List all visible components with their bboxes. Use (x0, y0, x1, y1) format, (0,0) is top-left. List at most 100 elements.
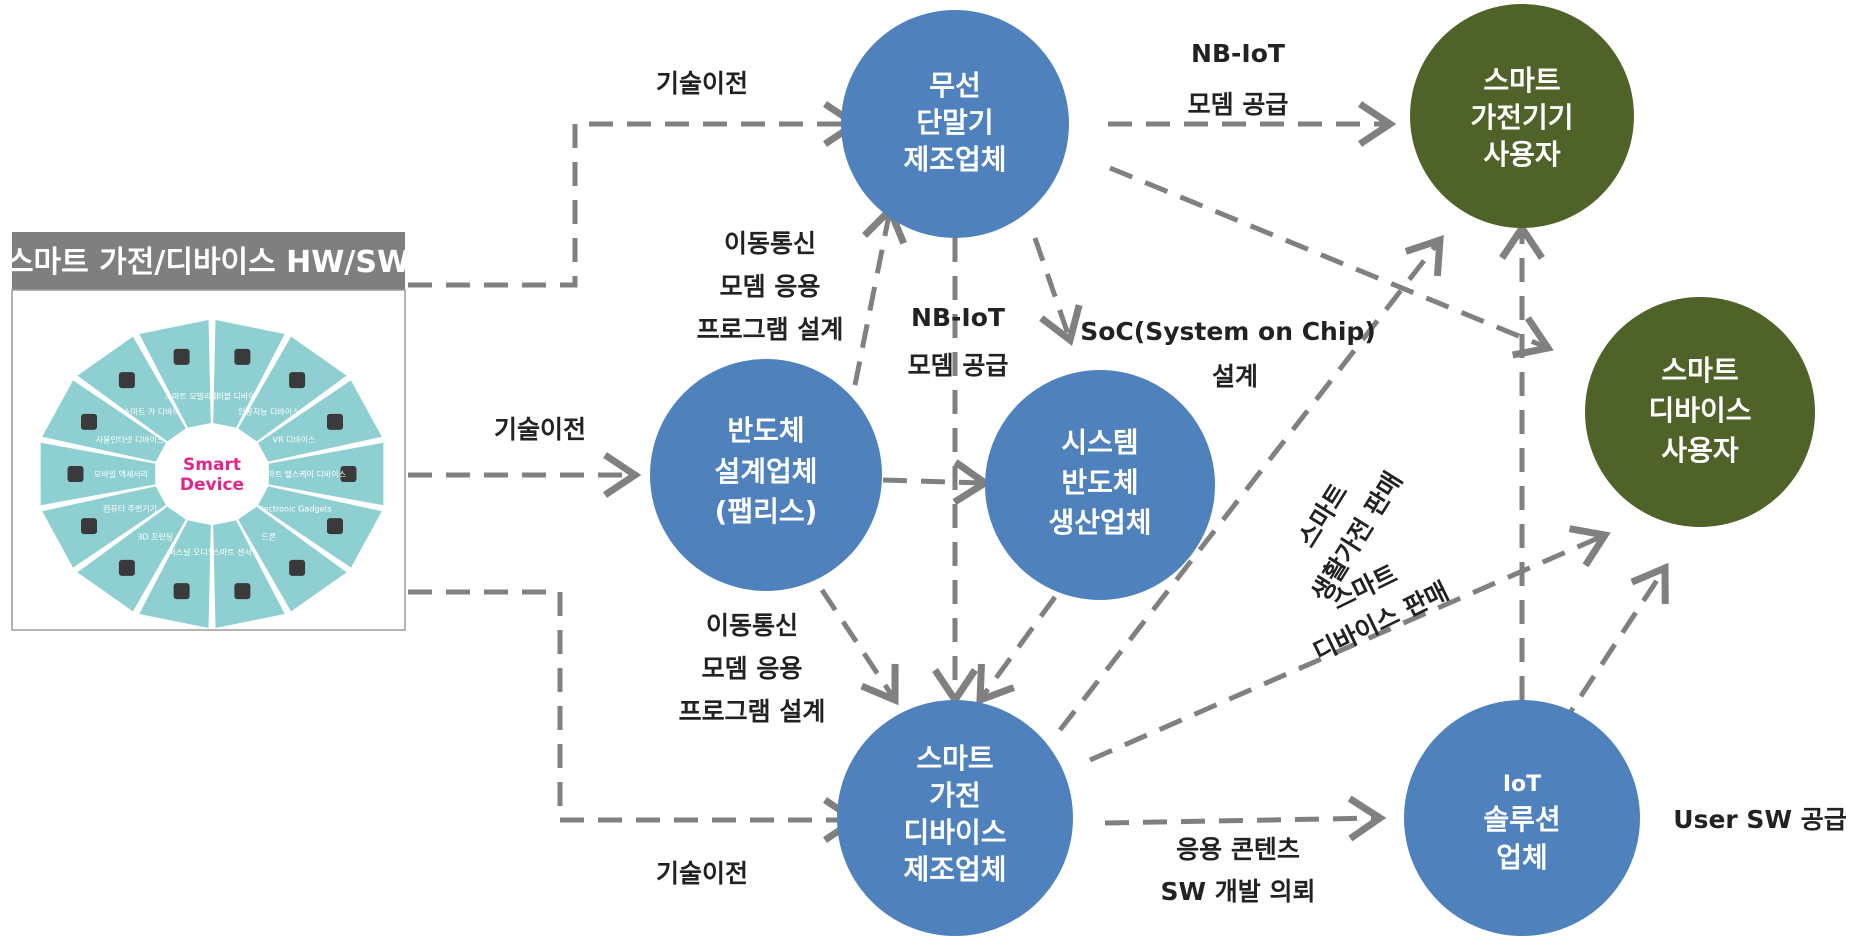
wheel-center-label-2: Device (180, 475, 244, 495)
node-system-semi-line-1: 시스템 (1061, 426, 1138, 459)
node-appliance-maker-line-4: 제조업체 (903, 853, 1006, 886)
device-icon (173, 348, 190, 365)
node-device-user-line-3: 사용자 (1661, 434, 1739, 467)
wheel-segment (139, 320, 211, 428)
source-header (12, 232, 405, 290)
node-iot-line-2: 솔루션 (1483, 803, 1560, 836)
node-appliance-user: 스마트 가전기기 사용자 (1410, 4, 1634, 228)
node-wireless-manufacturer: 무선 단말기 제조업체 (841, 10, 1069, 238)
arrow-tech-transfer-bottom (408, 589, 862, 843)
arrow-wireless-to-device-user (1109, 165, 1554, 359)
arrow-fabless-to-system-semi (882, 459, 992, 506)
node-system-semi-line-3: 생산업체 (1048, 506, 1151, 539)
node-wireless-circle (841, 10, 1069, 238)
node-system-semi-circle (985, 370, 1215, 600)
node-fabless-line-2: 설계업체 (714, 455, 817, 488)
arrow-wireless-to-system-semi (1032, 237, 1083, 346)
wheel-center (158, 432, 266, 516)
wheel-segment (40, 442, 156, 506)
wheel-segment-label: 퍼스널 오디오 (168, 548, 215, 557)
wheel-segment (77, 336, 186, 442)
label-mobile-app-bottom-3: 프로그램 설계 (679, 697, 826, 726)
node-appliance-maker-line-2: 가전 (929, 779, 981, 812)
wheel-segment (42, 486, 166, 568)
node-appliance-user-line-2: 가전기기 (1470, 101, 1573, 134)
wheel-segment (268, 442, 384, 506)
wheel-segment (238, 336, 347, 442)
wheel-segment (139, 520, 211, 628)
wheel-segment (42, 380, 166, 462)
node-system-semi-line-2: 반도체 (1061, 466, 1138, 499)
wheel-segment (258, 486, 382, 568)
node-device-user: 스마트 디바이스 사용자 (1585, 297, 1815, 527)
node-iot-line-3: 업체 (1496, 841, 1548, 874)
source-title: 스마트 가전/디바이스 HW/SW (6, 245, 410, 280)
arrow-device-sales (1088, 525, 1611, 763)
node-device-user-line-1: 스마트 (1661, 354, 1738, 387)
arrow-appliance-sales (1058, 235, 1444, 732)
device-icon (289, 559, 306, 576)
wheel-segment-label: 3D 프린팅 (137, 532, 173, 542)
wheel-segment-label: 스마트 모빌리티 (165, 391, 219, 401)
node-iot-solution: IoT 솔루션 업체 (1404, 700, 1640, 936)
device-icon (234, 348, 251, 365)
label-soc-2: 설계 (1212, 362, 1258, 391)
wheel-segment (213, 320, 285, 428)
wheel-segment-label: 웨어러블 디바이스 (202, 391, 263, 401)
label-content-request-1: 응용 콘텐츠 (1176, 835, 1300, 864)
label-nbiot-top-1: NB-IoT (1191, 39, 1285, 68)
label-mobile-app-bottom-2: 모뎀 응용 (702, 654, 803, 683)
wheel-segment-label: 스마트 카 디바이스 (123, 406, 187, 416)
node-device-user-circle (1585, 297, 1815, 527)
node-smart-appliance-manufacturer: 스마트 가전 디바이스 제조업체 (837, 700, 1073, 936)
wheel-segment-label: Electronic Gadgets (256, 505, 331, 514)
node-iot-circle (1404, 700, 1640, 936)
wheel-segment-label: VR 디바이스 (272, 434, 315, 444)
wheel-segment-label: 인공지능 디바이스 (238, 406, 299, 416)
node-wireless-line-2: 단말기 (916, 106, 993, 139)
node-appliance-user-line-3: 사용자 (1483, 138, 1561, 171)
arrow-user-sw (1557, 562, 1669, 730)
wheel-segment-label: 드론 (261, 533, 276, 542)
node-fabless-line-1: 반도체 (727, 414, 804, 447)
device-icon (326, 518, 343, 535)
arrows (408, 101, 1669, 843)
label-nbiot-top-2: 모뎀 공급 (1188, 90, 1289, 119)
label-user-sw: User SW 공급 (1673, 805, 1846, 834)
arrow-fabless-to-appliance-maker (819, 588, 899, 706)
node-system-semiconductor: 시스템 반도체 생산업체 (985, 370, 1215, 600)
wheel-segment (77, 506, 186, 612)
label-mobile-app-top-2: 모뎀 응용 (720, 272, 821, 301)
wheel-segment-label: 모바일 액세서리 (94, 469, 148, 479)
label-nbiot-mid-1: NB-IoT (911, 303, 1005, 332)
wheel-segment (238, 506, 347, 612)
wheel-segment (258, 380, 382, 462)
node-wireless-line-3: 제조업체 (903, 143, 1006, 176)
device-icon (234, 583, 251, 600)
wheel-segment-label: 스마트 헬스케어 디바이스 (260, 469, 346, 479)
device-icon (81, 518, 98, 535)
device-icon (289, 372, 306, 389)
label-device-sales-group: 스마트 디바이스 판매 (1309, 559, 1454, 667)
wheel-segment (213, 520, 285, 628)
device-icon (326, 413, 343, 430)
wheel-segment-label: 스마트 센서 (213, 547, 252, 557)
label-soc-1: SoC(System on Chip) (1080, 317, 1376, 346)
device-icon (118, 559, 135, 576)
label-content-request-2: SW 개발 의뢰 (1161, 877, 1316, 906)
device-icon (67, 466, 84, 482)
device-icon (173, 583, 190, 600)
node-device-user-line-2: 디바이스 (1648, 394, 1751, 427)
node-appliance-maker-line-3: 디바이스 (903, 816, 1006, 849)
arrow-fabless-to-wireless (852, 203, 907, 386)
label-nbiot-mid-2: 모뎀 공급 (908, 351, 1009, 380)
edge-labels: 기술이전 기술이전 기술이전 NB-IoT 모뎀 공급 NB-IoT 모뎀 공급… (494, 39, 1847, 906)
node-fabless: 반도체 설계업체 (팹리스) (650, 359, 882, 591)
label-tech-transfer-mid: 기술이전 (494, 415, 586, 444)
device-icon (340, 466, 357, 482)
wheel-segment-label: 컴퓨터 주변기기 (103, 504, 157, 514)
label-mobile-app-bottom-1: 이동통신 (706, 611, 798, 640)
